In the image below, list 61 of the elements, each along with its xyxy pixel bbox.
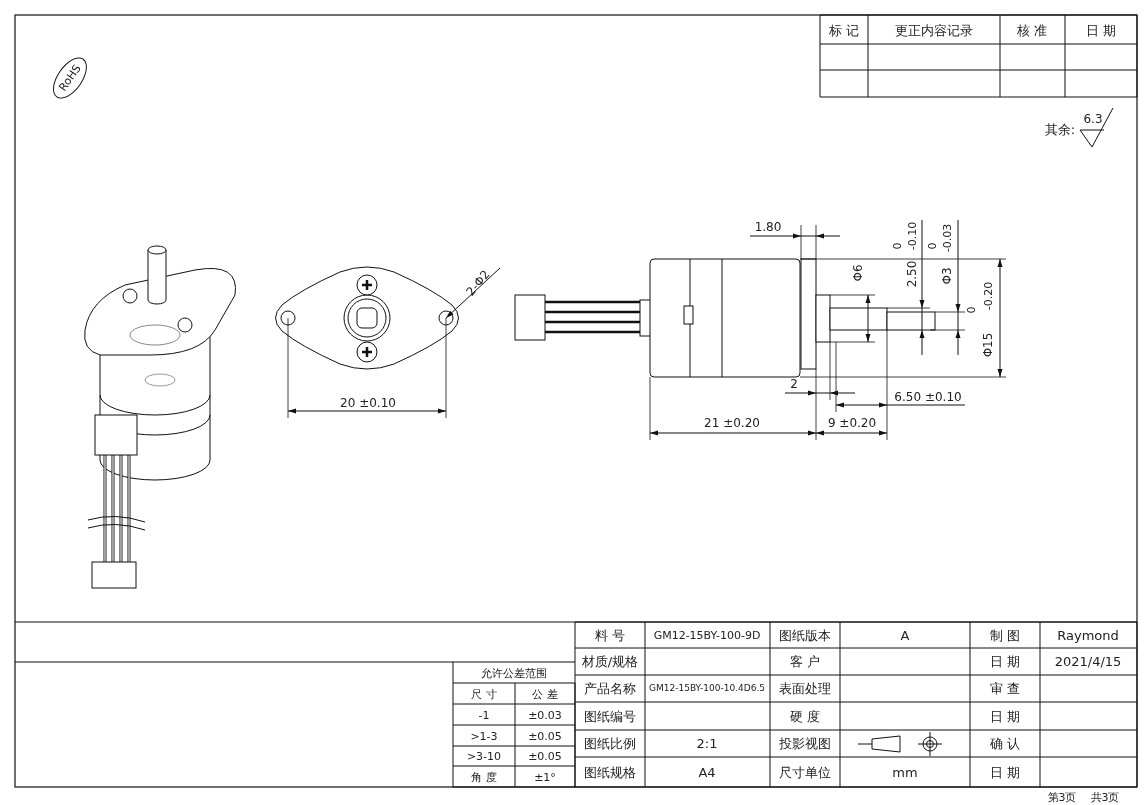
field-name: 制 图 [989, 628, 1021, 642]
field-name: 图纸规格 [584, 765, 636, 779]
page-number: 共3页 [1090, 791, 1120, 803]
column-heading: 尺 寸 [471, 688, 497, 700]
tolerance-value: 0 [891, 242, 903, 250]
column-heading: 更正内容记录 [895, 23, 973, 37]
field-value: Raymond [1057, 628, 1119, 642]
field-name: 图纸版本 [779, 628, 831, 642]
range-value: 角 度 [471, 771, 497, 783]
field-name: 材质/规格 [581, 654, 639, 668]
tolerance-value: ±1° [534, 771, 556, 783]
tolerance-value: ±0.05 [528, 730, 562, 742]
range-value: >3-10 [466, 750, 502, 762]
column-heading: 公 差 [532, 688, 558, 700]
tolerance-value: -0.10 [906, 221, 918, 251]
field-value: mm [892, 765, 918, 779]
dimension-value: 2.50 [906, 260, 918, 288]
field-name: 客 户 [789, 654, 821, 668]
field-name: 表面处理 [779, 681, 831, 695]
field-value: 2021/4/15 [1054, 654, 1122, 668]
field-value: GM12-15BY-100-9D [653, 629, 761, 641]
table-heading: 允许公差范围 [481, 667, 547, 679]
column-heading: 标 记 [828, 23, 860, 37]
field-name: 日 期 [989, 709, 1021, 723]
field-name: 图纸比例 [584, 736, 636, 750]
field-name: 料 号 [594, 628, 626, 642]
dimension-value: 9 ±0.20 [827, 417, 877, 429]
roughness-value: 6.3 [1083, 113, 1103, 125]
tolerance-value: 0 [965, 306, 977, 314]
page-number: 第3页 [1047, 791, 1077, 803]
field-value: 2:1 [696, 736, 718, 750]
field-name: 硬 度 [789, 709, 821, 723]
dimension-value: 1.80 [754, 221, 782, 233]
dimension-value: 2 [790, 378, 798, 390]
tolerance-value: ±0.03 [528, 709, 562, 721]
tolerance-value: -0.20 [982, 281, 994, 311]
dimension-value: 6.50 ±0.10 [894, 391, 962, 403]
column-heading: 核 准 [1016, 23, 1048, 37]
tolerance-value: -0.03 [941, 223, 953, 253]
field-name: 审 查 [989, 681, 1021, 695]
dimension-value: Φ6 [852, 264, 864, 282]
field-name: 确 认 [989, 736, 1021, 750]
field-name: 日 期 [989, 654, 1021, 668]
tolerance-value: 0 [926, 242, 938, 250]
field-value: A [900, 628, 910, 642]
range-value: -1 [478, 709, 490, 721]
note-text: 其余: [1044, 122, 1076, 136]
field-name: 图纸编号 [584, 709, 636, 723]
field-value: GM12-15BY-100-10.4D6.5 [649, 683, 765, 693]
dimension-value: Φ15 [982, 332, 994, 358]
field-name: 尺寸单位 [779, 765, 831, 779]
field-name: 产品名称 [584, 681, 636, 695]
dimension-value: 21 ±0.20 [704, 417, 760, 429]
dimension-value: Φ3 [941, 267, 953, 285]
tolerance-value: ±0.05 [528, 750, 562, 762]
field-name: 日 期 [989, 765, 1021, 779]
field-value: A4 [698, 765, 716, 779]
field-name: 投影视图 [779, 736, 831, 750]
column-heading: 日 期 [1085, 23, 1117, 37]
dimension-value: 20 ±0.10 [340, 397, 396, 409]
range-value: >1-3 [470, 730, 498, 742]
